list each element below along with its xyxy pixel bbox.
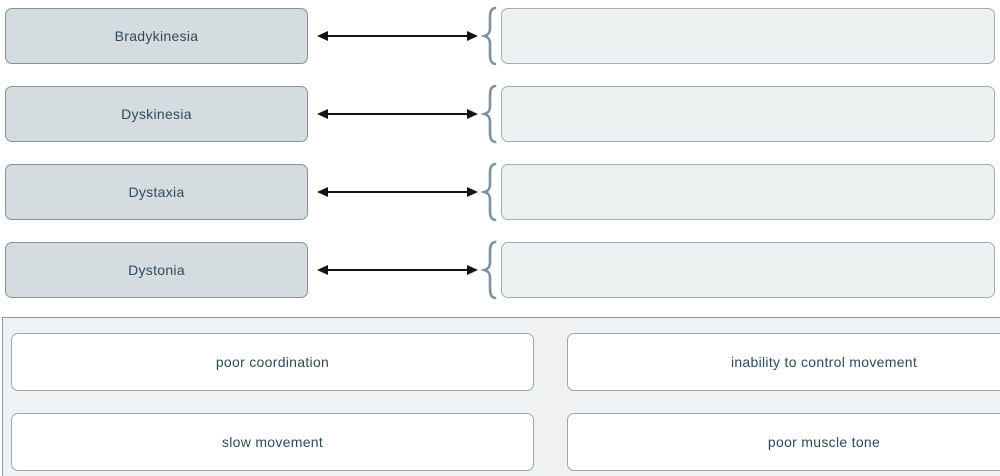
answer-card-poor-coordination[interactable]: poor coordination bbox=[11, 333, 534, 391]
answer-card-poor-muscle-tone[interactable]: poor muscle tone bbox=[567, 413, 1000, 471]
drop-zone-bradykinesia[interactable] bbox=[501, 8, 995, 64]
answer-card-label: slow movement bbox=[221, 434, 324, 450]
arrow-line bbox=[328, 269, 467, 271]
term-label: Dystaxia bbox=[128, 184, 185, 200]
match-row: Dyskinesia bbox=[0, 84, 1000, 144]
arrow-head-left-icon bbox=[317, 187, 328, 197]
term-label: Dyskinesia bbox=[121, 106, 192, 122]
left-brace-icon bbox=[481, 162, 497, 222]
match-row: Bradykinesia bbox=[0, 6, 1000, 66]
drop-zone-dystonia[interactable] bbox=[501, 242, 995, 298]
drop-zone-dyskinesia[interactable] bbox=[501, 86, 995, 142]
double-arrow-icon bbox=[317, 186, 478, 198]
arrow-head-right-icon bbox=[467, 31, 478, 41]
term-box-bradykinesia: Bradykinesia bbox=[5, 8, 308, 64]
double-arrow-icon bbox=[317, 264, 478, 276]
answer-card-inability-to-control-movement[interactable]: inability to control movement bbox=[567, 333, 1000, 391]
term-box-dystonia: Dystonia bbox=[5, 242, 308, 298]
arrow-head-right-icon bbox=[467, 187, 478, 197]
arrow-head-right-icon bbox=[467, 265, 478, 275]
arrow-line bbox=[328, 113, 467, 115]
answer-card-label: poor muscle tone bbox=[767, 434, 881, 450]
double-arrow-icon bbox=[317, 30, 478, 42]
term-label: Bradykinesia bbox=[114, 28, 199, 44]
term-box-dyskinesia: Dyskinesia bbox=[5, 86, 308, 142]
arrow-head-right-icon bbox=[467, 109, 478, 119]
match-row: Dystonia bbox=[0, 240, 1000, 300]
double-arrow-icon bbox=[317, 108, 478, 120]
arrow-head-left-icon bbox=[317, 109, 328, 119]
left-brace-icon bbox=[481, 240, 497, 300]
match-row: Dystaxia bbox=[0, 162, 1000, 222]
term-label: Dystonia bbox=[128, 262, 185, 278]
left-brace-icon bbox=[481, 84, 497, 144]
arrow-line bbox=[328, 35, 467, 37]
arrow-head-left-icon bbox=[317, 31, 328, 41]
answer-card-label: poor coordination bbox=[215, 354, 330, 370]
left-brace-icon bbox=[481, 6, 497, 66]
answer-card-slow-movement[interactable]: slow movement bbox=[11, 413, 534, 471]
answer-bank: poor coordination inability to control m… bbox=[2, 317, 1000, 476]
arrow-head-left-icon bbox=[317, 265, 328, 275]
drop-zone-dystaxia[interactable] bbox=[501, 164, 995, 220]
term-box-dystaxia: Dystaxia bbox=[5, 164, 308, 220]
answer-card-label: inability to control movement bbox=[730, 354, 918, 370]
arrow-line bbox=[328, 191, 467, 193]
